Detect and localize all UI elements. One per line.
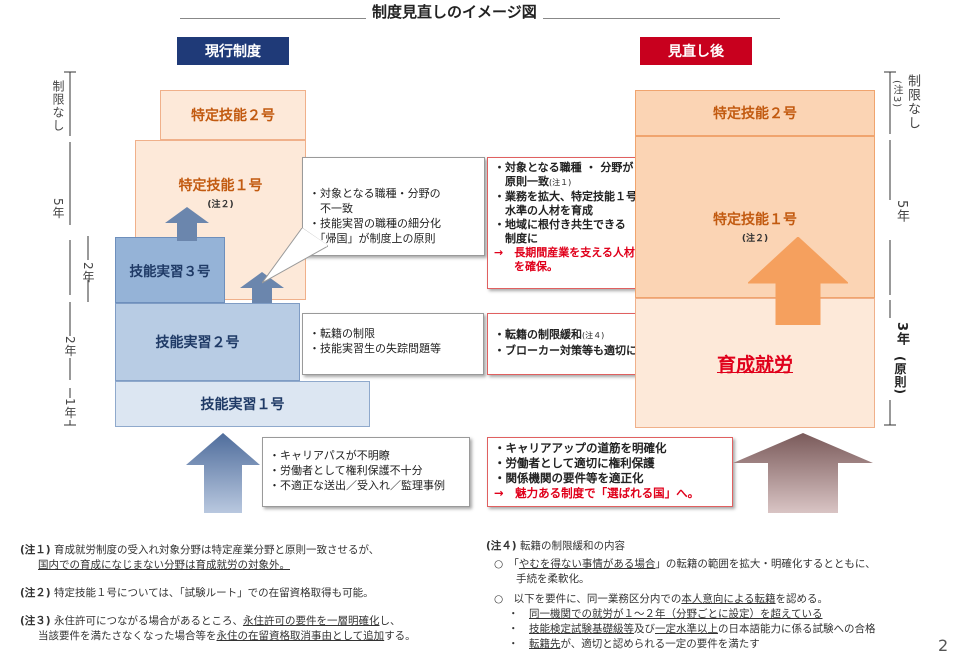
right-axis-note3: (注3) (891, 80, 902, 109)
note-4-item-1-cont: 手続を柔軟化。 (516, 573, 590, 585)
left-axis-2y-bracket (87, 236, 89, 302)
right-axis-5-years: 5年 (894, 200, 909, 224)
note-2: (注２) 特定技能１号については、「試験ルート」での在留資格取得も可能。 (20, 587, 374, 599)
right-ikusei-label: 育成就労 (716, 353, 793, 376)
callout-current-issues-bottom: ・キャリアパスが不明瞭 ・労働者として権利保護不十分 ・不適正な送出／受入れ／監… (262, 437, 470, 507)
callout-line: ・「帰国」が制度上の原則 (309, 232, 436, 245)
right-tokutei2-box: 特定技能２号 (635, 90, 875, 136)
left-tokutei1-label: 特定技能１号 (178, 178, 263, 194)
left-tokutei2-label: 特定技能２号 (191, 108, 275, 124)
callout-line: ・関係機関の要件等を適正化 (494, 471, 644, 485)
note-4-item-1: ○ 「やむを得ない事情がある場合」の転籍の範囲を拡大・明確化するとともに、 (494, 558, 876, 570)
callout-line: ・業務を拡大、特定技能１号 (494, 190, 637, 203)
left-jisshu3-box: 技能実習３号 (115, 237, 225, 303)
right-up-arrow-top (748, 237, 848, 325)
page-number: 2 (938, 636, 949, 655)
left-tokutei2-box: 特定技能２号 (160, 90, 306, 140)
note-4-item-2: ○ 以下を要件に、同一業務区分内での本人意向による転籍を認める。 (494, 593, 829, 605)
callout-line: 不一致 (309, 202, 353, 215)
callout-line: ・転籍の制限 (309, 327, 375, 340)
note-1: (注１) 育成就労制度の受入れ対象分野は特定産業分野と原則一致させるが、 (20, 544, 380, 556)
callout-line: 水準の人材を育成 (494, 204, 593, 217)
callout-red-line: → 魅力ある制度で「選ばれる国」へ。 (494, 486, 700, 500)
left-jisshu2-box: 技能実習２号 (115, 303, 300, 381)
right-axis (884, 71, 896, 426)
right-axis-unlimited: 制限なし (905, 74, 920, 130)
right-tokutei2-label: 特定技能２号 (713, 106, 797, 122)
left-axis-unlimited: 制限なし (50, 80, 67, 132)
callout-line: ・労働者として権利保護不十分 (269, 464, 423, 477)
left-jisshu2-label: 技能実習２号 (155, 335, 240, 351)
left-tokutei1-note: (注２) (207, 200, 234, 210)
callout-red-line: を確保。 (514, 260, 558, 273)
left-jisshu1-label: 技能実習１号 (200, 397, 285, 413)
right-tokutei1-label: 特定技能１号 (713, 212, 797, 228)
callout-line: ・不適正な送出／受入れ／監理事例 (269, 479, 445, 492)
note-3-cont: 当該要件を満たさなくなった場合等を永住の在留資格取消事由として追加する。 (38, 630, 416, 642)
left-axis-5-years: 5年 (50, 198, 67, 220)
page-title: 制度見直しのイメージ図 (366, 1, 543, 22)
callout-line: 制度に (494, 232, 538, 245)
left-jisshu1-box: 技能実習１号 (115, 381, 370, 427)
note-1-cont: 国内での育成になじまない分野は育成就労の対象外。 (38, 559, 290, 571)
right-tokutei1-note: (注２) (741, 234, 769, 244)
callout-line: ・対象となる職種・分野の (309, 187, 441, 200)
left-up-arrow-top (165, 207, 209, 241)
right-bottom-arrow (733, 433, 873, 513)
left-axis-2-years-a: 2年 (80, 262, 97, 284)
callout-line: ・労働者として適切に権利保護 (494, 456, 655, 470)
callout-line: ・技能実習の職種の細分化 (309, 217, 441, 230)
note-4: (注４) 転籍の制限緩和の内容 (486, 540, 625, 552)
note-4-bullet-3: ・ 転籍先が、適切と認められる一定の要件を満たす (508, 638, 760, 650)
callout-line: ・地域に根付き共生できる (494, 218, 626, 231)
callout-current-issues-mid: ・転籍の制限 ・技能実習生の失踪問題等 (302, 313, 484, 375)
callout-line: 原則一致(注１) (494, 175, 572, 188)
after-review-label: 見直し後 (640, 37, 752, 65)
callout-line: ・転籍の制限緩和(注４) (494, 328, 605, 341)
callout-line: ・技能実習生の失踪問題等 (309, 342, 441, 355)
right-axis-principle: (原則) (893, 356, 907, 395)
note-3: (注３) 永住許可につながる場合があるところ、永住許可の要件を一層明確化し、 (20, 615, 401, 627)
callout-pointer-top (262, 228, 328, 284)
callout-red-line: → 長期間産業を支える人材 (494, 246, 635, 259)
callout-review-bottom: ・キャリアアップの道筋を明確化 ・労働者として適切に権利保護 ・関係機関の要件等… (487, 437, 733, 507)
callout-line: ・キャリアパスが不明瞭 (269, 449, 390, 462)
callout-line: ・対象となる職種 ・ 分野が (494, 161, 634, 174)
current-system-label: 現行制度 (177, 37, 289, 65)
note-4-bullet-2: ・ 技能検定試験基礎級等及び一定水準以上の日本語能力に係る試験への合格 (508, 623, 876, 635)
right-ikusei-box: 育成就労 (635, 298, 875, 428)
left-axis-1-year: 1年 (62, 398, 79, 420)
left-up-arrow-mid (240, 272, 284, 303)
right-axis-3-years: 3年 (894, 322, 909, 347)
callout-line: ・ブローカー対策等も適切に (494, 344, 637, 357)
callout-current-issues-top: ・対象となる職種・分野の 不一致 ・技能実習の職種の細分化 ・「帰国」が制度上の… (302, 157, 485, 256)
left-axis-2-years-b: 2年 (62, 336, 79, 358)
left-bottom-arrow (186, 433, 260, 513)
note-4-bullet-1: ・ 同一機関での就労が１～２年（分野ごとに設定）を超えている (508, 608, 823, 620)
left-jisshu3-label: 技能実習３号 (129, 264, 211, 280)
callout-line: ・キャリアアップの道筋を明確化 (494, 441, 667, 455)
